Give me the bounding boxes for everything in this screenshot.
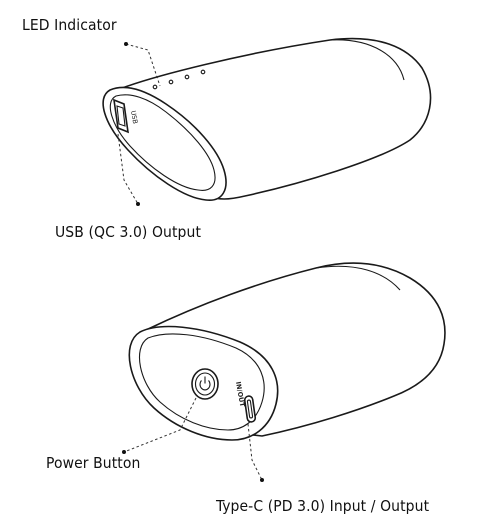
led-indicator-leader-dot (124, 42, 128, 46)
bottom-device-end-rim (139, 333, 265, 431)
usb-output-leader-dot (136, 202, 140, 206)
power-bank-bottom-view: IN/OUT (122, 262, 446, 482)
top-device-end-cap (102, 86, 227, 201)
power-button-leader-dot (122, 450, 126, 454)
top-device-rear-edge (329, 39, 405, 81)
usb-output-label: USB (QC 3.0) Output (55, 223, 202, 241)
usb-port: USB (113, 98, 139, 134)
led-indicator-dots (152, 69, 206, 90)
power-bank-top-view: USB (102, 37, 432, 206)
typec-label: Type-C (PD 3.0) Input / Output (216, 497, 430, 515)
typec-leader-dot (260, 478, 264, 482)
typec-leader (247, 423, 263, 481)
usb-output-leader (117, 133, 139, 205)
usb-port-text: USB (129, 110, 139, 125)
power-button-label: Power Button (46, 454, 141, 472)
bottom-device-rear-edge (315, 265, 401, 291)
top-device-end-rim (109, 94, 216, 191)
power-button-leader (123, 397, 197, 453)
power-button-graphic (191, 368, 219, 400)
led-indicator-label: LED Indicator (22, 16, 117, 34)
